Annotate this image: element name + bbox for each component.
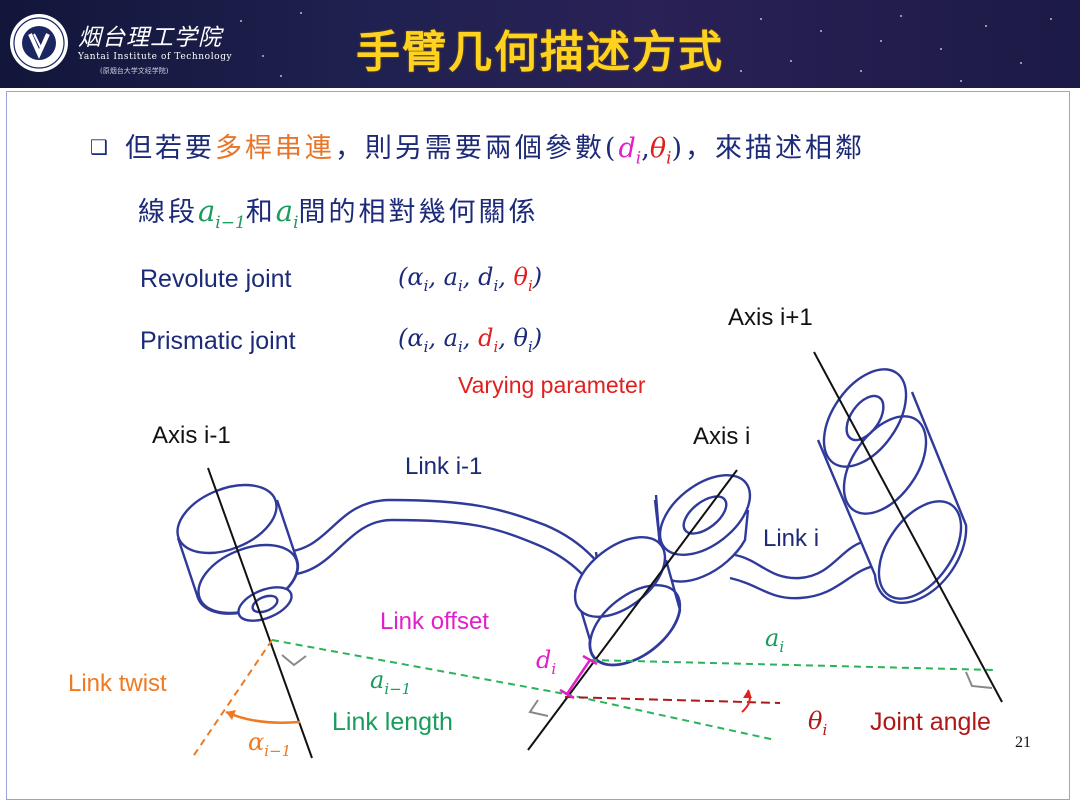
param-comma: , (641, 133, 650, 164)
line2-prefix: 線段 (138, 197, 198, 228)
header-star (985, 25, 987, 27)
bullet-line-2: 線段ai−1和ai間的相對幾何關係 (138, 190, 539, 233)
link-i-1-tube (281, 498, 626, 613)
header-star (280, 75, 282, 77)
header-star (240, 20, 242, 22)
header-star (300, 12, 302, 14)
link-twist-arc (225, 710, 301, 724)
header-star (820, 30, 822, 32)
header-star (900, 15, 902, 17)
common-normal-lines (271, 639, 996, 741)
link-i-tube (729, 538, 881, 600)
sym-ai-label: ai (765, 624, 785, 656)
content-frame (6, 91, 1070, 800)
school-logo: 烟台理工学院 Yantai Institute of Technology (原… (8, 12, 232, 82)
revolute-params: (αi, ai, di, θi) (398, 263, 543, 295)
axis-i-label: Axis i (693, 423, 751, 450)
link-i-1-label: Link i-1 (405, 453, 483, 480)
ai-line (589, 659, 996, 671)
school-name-sub: (原烟台大学文经学院) (100, 67, 169, 75)
param-d: di (618, 133, 642, 169)
line1-highlight: 多桿串連 (214, 133, 335, 164)
axis-i-1-label: Axis i-1 (152, 422, 231, 449)
header-star (1020, 62, 1022, 64)
axis-line-i-1 (207, 467, 313, 759)
header-star (790, 60, 792, 62)
line1-prefix: 但若要 (124, 133, 215, 164)
joint-angle-arrowhead (743, 690, 752, 698)
line1-suffix: )，來描述相鄰 (671, 133, 866, 164)
line2-suffix: 間的相對幾何關係 (298, 197, 539, 228)
sym-a-im1-label: ai−1 (370, 666, 412, 698)
link-offset-label: Link offset (380, 608, 489, 635)
header-star (880, 40, 882, 42)
sym-di-label: di (536, 646, 557, 678)
axis-line-i (527, 469, 738, 751)
header-star (740, 70, 742, 72)
sym-alpha-label: αi−1 (248, 728, 292, 760)
axis-line-i-plus-1 (813, 351, 1003, 703)
header-star (940, 48, 942, 50)
theta-reference-line (564, 696, 781, 704)
prismatic-params: (αi, ai, di, θi) (398, 324, 543, 356)
prismatic-varying-d: di (478, 324, 499, 356)
link-i-label: Link i (763, 525, 820, 552)
revolute-label: Revolute joint (140, 265, 292, 293)
revolute-varying-theta: θi (513, 263, 533, 295)
school-name-cn: 烟台理工学院 (78, 25, 222, 51)
axis-i-plus-1-label: Axis i+1 (728, 304, 813, 331)
prismatic-label: Prismatic joint (140, 327, 296, 355)
header-star (760, 18, 762, 20)
right-angle-marks (281, 654, 993, 717)
param-theta: θi (649, 133, 672, 169)
joint-axes (207, 351, 1003, 759)
slide-title: 手臂几何描述方式 (356, 27, 724, 78)
joint-cylinder-i-plus-1 (816, 368, 968, 605)
bullet-marker: ❑ (90, 135, 111, 159)
sym-a-i: ai (275, 194, 299, 233)
joint-angle-label: Joint angle (870, 708, 991, 736)
header-star (960, 80, 962, 82)
header-star (1050, 18, 1052, 20)
page-number: 21 (1015, 734, 1031, 751)
slide-header: 烟台理工学院 Yantai Institute of Technology (原… (0, 0, 1080, 88)
link-length-line (271, 639, 566, 695)
link-offset-segment (565, 659, 592, 695)
school-name-en: Yantai Institute of Technology (78, 52, 233, 62)
sym-a-im1: ai−1 (198, 194, 246, 233)
sym-theta-label: θi (808, 707, 828, 739)
bullet-line-1: ❑ 但若要多桿串連，則另需要兩個參數(di,θi)，來描述相鄰 (90, 126, 865, 168)
header-star (860, 70, 862, 72)
line2-and: 和 (245, 197, 276, 228)
varying-parameter-label: Varying parameter (458, 372, 646, 398)
header-star (262, 55, 264, 57)
school-emblem-icon (10, 14, 68, 72)
link-length-label: Link length (332, 708, 453, 736)
line1-mid: ，則另需要兩個參數( (334, 133, 619, 164)
link-twist-label: Link twist (68, 670, 167, 697)
link-twist-arrowhead (226, 710, 236, 720)
